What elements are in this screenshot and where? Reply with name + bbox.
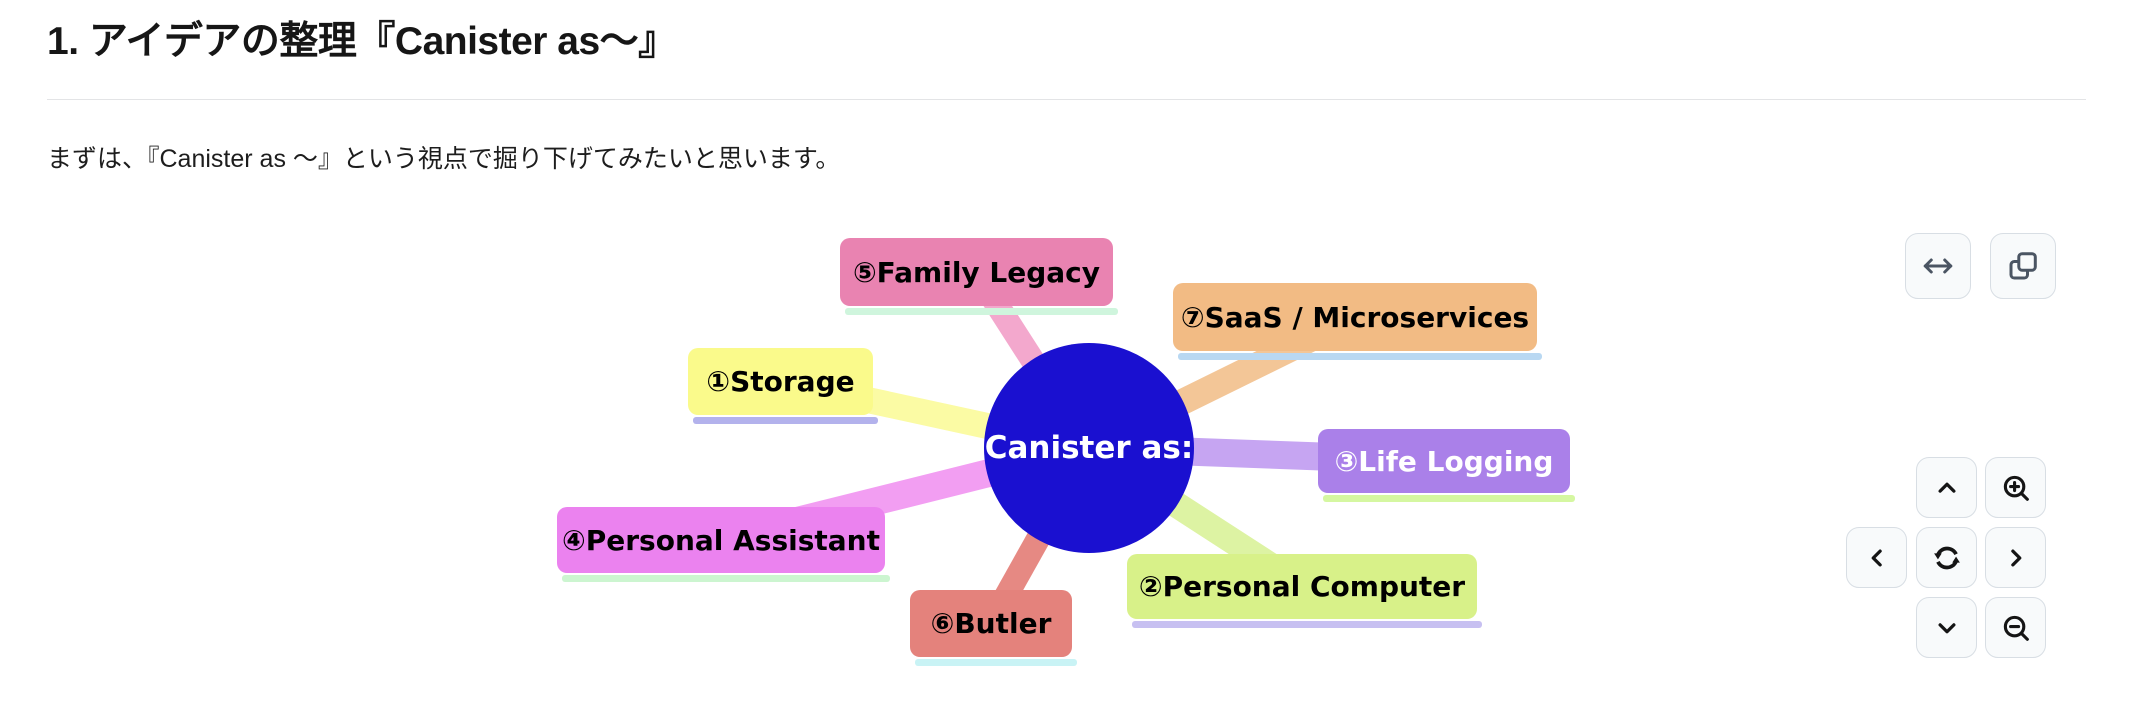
- chevron-right-icon: [2001, 543, 2031, 573]
- node-label: ⑦SaaS / Microservices: [1180, 300, 1530, 334]
- node-label: ⑤Family Legacy: [852, 255, 1101, 289]
- pan-left-button[interactable]: [1846, 527, 1907, 588]
- chevron-down-icon: [1932, 613, 1962, 643]
- mindmap-root-node: Canister as:: [984, 343, 1194, 553]
- mindmap-node-personal-computer: ②Personal Computer: [1127, 554, 1482, 628]
- mindmap-node-storage: ①Storage: [688, 348, 878, 424]
- zoom-out-button[interactable]: [1985, 597, 2046, 658]
- mindmap-node-personal-assistant: ④Personal Assistant: [557, 507, 890, 582]
- node-label: ①Storage: [706, 365, 855, 398]
- zoom-in-button[interactable]: [1985, 457, 2046, 518]
- expand-horizontal-icon: [1920, 248, 1956, 284]
- refresh-icon: [1930, 541, 1964, 575]
- mindmap-node-saas: ⑦SaaS / Microservices: [1173, 283, 1542, 360]
- pan-down-button[interactable]: [1916, 597, 1977, 658]
- node-label: ⑥Butler: [930, 607, 1052, 640]
- mindmap-node-family-legacy: ⑤Family Legacy: [840, 238, 1118, 315]
- copy-button[interactable]: [1990, 233, 2056, 299]
- zoom-out-icon: [1999, 611, 2033, 645]
- page-title: 1. アイデアの整理『Canister as〜』: [47, 20, 677, 63]
- pan-up-button[interactable]: [1916, 457, 1977, 518]
- chevron-left-icon: [1862, 543, 1892, 573]
- chevron-up-icon: [1932, 473, 1962, 503]
- reset-view-button[interactable]: [1916, 527, 1977, 588]
- copy-icon: [2005, 248, 2041, 284]
- mindmap-node-life-logging: ③Life Logging: [1318, 429, 1575, 502]
- node-label: ②Personal Computer: [1138, 570, 1466, 603]
- pan-right-button[interactable]: [1985, 527, 2046, 588]
- zoom-in-icon: [1999, 471, 2033, 505]
- divider: [47, 99, 2086, 100]
- mindmap-node-butler: ⑥Butler: [910, 590, 1077, 666]
- expand-width-button[interactable]: [1905, 233, 1971, 299]
- intro-text: まずは、『Canister as 〜』という視点で掘り下げてみたいと思います。: [47, 145, 841, 173]
- node-label: ④Personal Assistant: [562, 523, 880, 557]
- mindmap-root-label: Canister as:: [984, 430, 1194, 466]
- node-label: ③Life Logging: [1334, 444, 1554, 478]
